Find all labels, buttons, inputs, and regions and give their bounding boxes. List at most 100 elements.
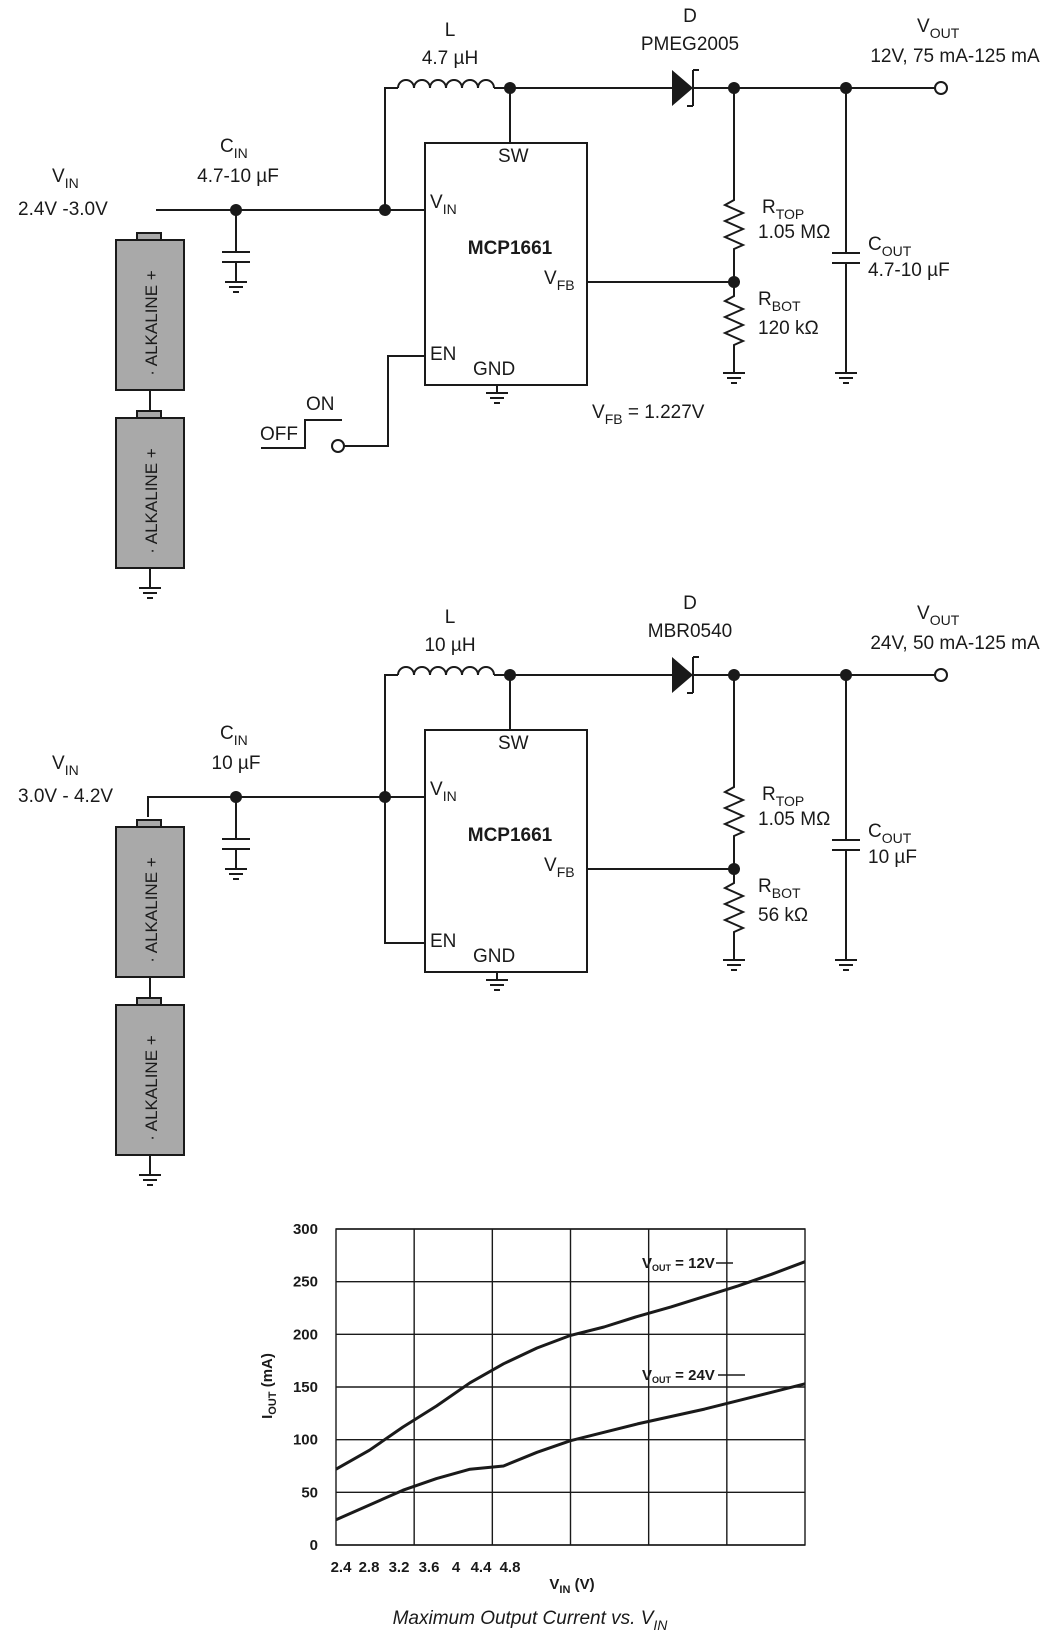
inductor-value: 10 µH: [424, 635, 475, 656]
y-tick-label: 100: [293, 1432, 318, 1449]
inductor-coil: [397, 79, 495, 89]
pin-sw: SW: [498, 733, 529, 754]
x-tick-label: 4.8: [500, 1559, 521, 1576]
vout-terminal: [934, 81, 948, 95]
chart: [335, 1228, 806, 1546]
vin-range: 2.4V -3.0V: [18, 199, 108, 220]
chart-series: [335, 1260, 806, 1522]
vin-label: VIN: [52, 753, 79, 778]
vfb-note: VFB = 1.227V: [592, 402, 705, 427]
series-line-vout-24v: [335, 1382, 806, 1522]
y-tick-label: 250: [293, 1274, 318, 1291]
chip-name: MCP1661: [468, 825, 553, 846]
battery-2: [115, 417, 185, 569]
diode-part: PMEG2005: [641, 34, 739, 55]
switch-on-label: ON: [306, 394, 335, 415]
mcp1661-chip: [424, 142, 588, 386]
rtop-value: 1.05 MΩ: [758, 809, 830, 830]
diode-label: D: [683, 6, 697, 27]
rtop-value: 1.05 MΩ: [758, 222, 830, 243]
x-tick-label: 3.6: [419, 1559, 440, 1576]
rbot-label: RBOT: [758, 289, 801, 314]
battery-1: [115, 239, 185, 391]
cin-capacitor: [222, 797, 250, 869]
cin-value: 10 µF: [212, 753, 261, 774]
chip-name: MCP1661: [468, 238, 553, 259]
vout-terminal: [934, 668, 948, 682]
rbot-label: RBOT: [758, 876, 801, 901]
pin-vin: VIN: [430, 779, 457, 804]
rtop-resistor: [722, 675, 746, 869]
diode-symbol: [672, 70, 693, 106]
inductor-value: 4.7 µH: [422, 48, 478, 69]
chart-title: Maximum Output Current vs. VIN: [393, 1608, 669, 1633]
vout-label: VOUT: [917, 16, 960, 41]
vout-label: VOUT: [917, 603, 960, 628]
chart-grid: [335, 1228, 806, 1546]
pin-vfb: VFB: [544, 268, 575, 293]
cout-value: 10 µF: [868, 847, 917, 868]
vin-wire: [147, 796, 385, 817]
x-tick-label: 2.4: [331, 1559, 353, 1576]
pin-vin: VIN: [430, 192, 457, 217]
vout-spec: 24V, 50 mA-125 mA: [870, 633, 1040, 654]
cout-capacitor: [832, 675, 860, 960]
rtop-label: RTOP: [762, 784, 804, 809]
diode-part: MBR0540: [648, 621, 733, 642]
series-label-12v: VOUT = 12V: [642, 1255, 715, 1273]
battery-terminal: [136, 819, 162, 828]
cout-label: COUT: [868, 234, 912, 259]
pin-gnd: GND: [473, 359, 515, 380]
diode-label: D: [683, 593, 697, 614]
cout-value: 4.7-10 µF: [868, 260, 950, 281]
cin-value: 4.7-10 µF: [197, 166, 279, 187]
battery-2-label: · ALKALINE +: [142, 1035, 161, 1140]
inductor-coil: [397, 666, 495, 676]
en-tied-vin-wire: [384, 797, 425, 944]
cin-label: CIN: [220, 723, 248, 748]
y-tick-label: 50: [301, 1484, 318, 1501]
switch-off-label: OFF: [260, 424, 298, 445]
vout-spec: 12V, 75 mA-125 mA: [870, 46, 1040, 67]
chart-x-axis-label: VIN (V): [549, 1576, 594, 1596]
rbot-resistor: [722, 282, 746, 373]
battery-1: [115, 826, 185, 978]
vin-range: 3.0V - 4.2V: [18, 786, 113, 807]
rtop-resistor: [722, 88, 746, 282]
rbot-value: 56 kΩ: [758, 905, 808, 926]
rbot-value: 120 kΩ: [758, 318, 819, 339]
cin-capacitor: [222, 210, 250, 282]
battery-terminal: [136, 232, 162, 241]
inductor-feed-wire: [384, 674, 398, 797]
series-label-24v: VOUT = 24V: [642, 1367, 715, 1385]
y-tick-label: 200: [293, 1326, 318, 1343]
inductor-label: L: [445, 607, 456, 628]
battery-2: [115, 1004, 185, 1156]
en-wire: [344, 355, 425, 447]
series-line-vout-12v: [335, 1260, 806, 1471]
y-tick-label: 150: [293, 1379, 318, 1396]
pin-en: EN: [430, 344, 456, 365]
battery-1-label: · ALKALINE +: [142, 857, 161, 962]
cout-label: COUT: [868, 821, 912, 846]
x-tick-label: 4.4: [471, 1559, 493, 1576]
inductor-label: L: [445, 20, 456, 41]
rbot-resistor: [722, 869, 746, 960]
y-tick-label: 300: [293, 1221, 318, 1238]
inductor-feed-wire: [384, 87, 398, 210]
x-tick-label: 3.2: [389, 1559, 410, 1576]
battery-1-label: · ALKALINE +: [142, 270, 161, 375]
on-off-step-icon: [261, 419, 342, 449]
switch-terminal: [331, 439, 345, 453]
x-tick-label: 4: [452, 1559, 461, 1576]
pin-gnd: GND: [473, 946, 515, 967]
battery-2-label: · ALKALINE +: [142, 448, 161, 553]
cin-label: CIN: [220, 136, 248, 161]
x-tick-label: 2.8: [359, 1559, 380, 1576]
pin-vfb: VFB: [544, 855, 575, 880]
diode-symbol: [672, 657, 693, 693]
pin-sw: SW: [498, 146, 529, 167]
